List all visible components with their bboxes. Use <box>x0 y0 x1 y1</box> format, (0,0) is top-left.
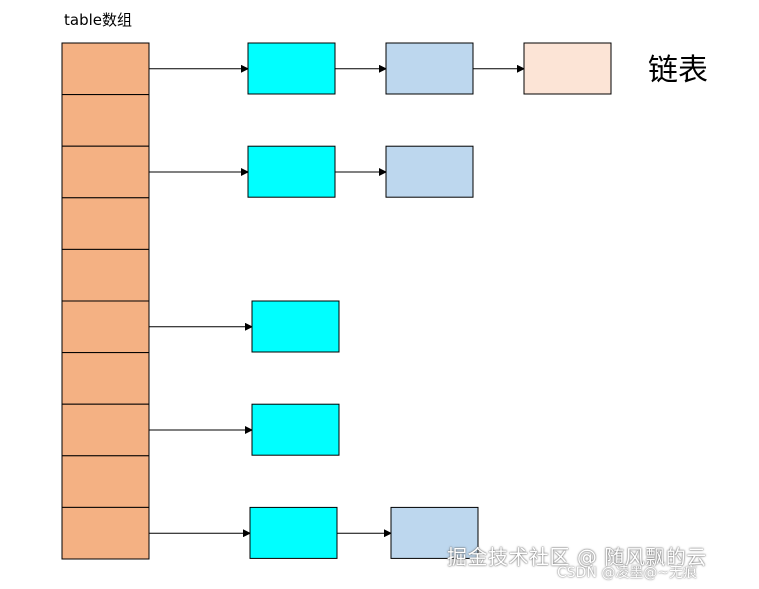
table-slot <box>61 248 150 302</box>
table-slot <box>61 352 150 405</box>
watermark-line-1: 掘金技术社区 @ 随风飘的云 <box>447 545 707 569</box>
list-node <box>385 42 474 95</box>
list-node <box>385 145 474 198</box>
table-slot <box>61 94 150 147</box>
list-node <box>251 300 340 353</box>
table-slot <box>61 145 150 199</box>
table-slot <box>61 197 150 250</box>
table-slot <box>61 403 150 457</box>
table-slot <box>61 300 150 354</box>
table-array <box>61 42 150 560</box>
list-node <box>249 506 338 559</box>
list-node <box>247 145 336 198</box>
list-node <box>390 506 479 559</box>
table-slot <box>61 506 150 560</box>
linked-lists <box>149 42 612 559</box>
list-node <box>251 403 340 456</box>
table-slot <box>61 42 150 96</box>
table-array-label: table数组 <box>64 11 132 29</box>
table-slot <box>61 455 150 508</box>
list-node <box>247 42 336 95</box>
linked-list-label: 链表 <box>648 53 708 88</box>
watermark-line-2: CSDN @凌墨@~无痕 <box>557 565 698 581</box>
list-node <box>523 42 612 95</box>
